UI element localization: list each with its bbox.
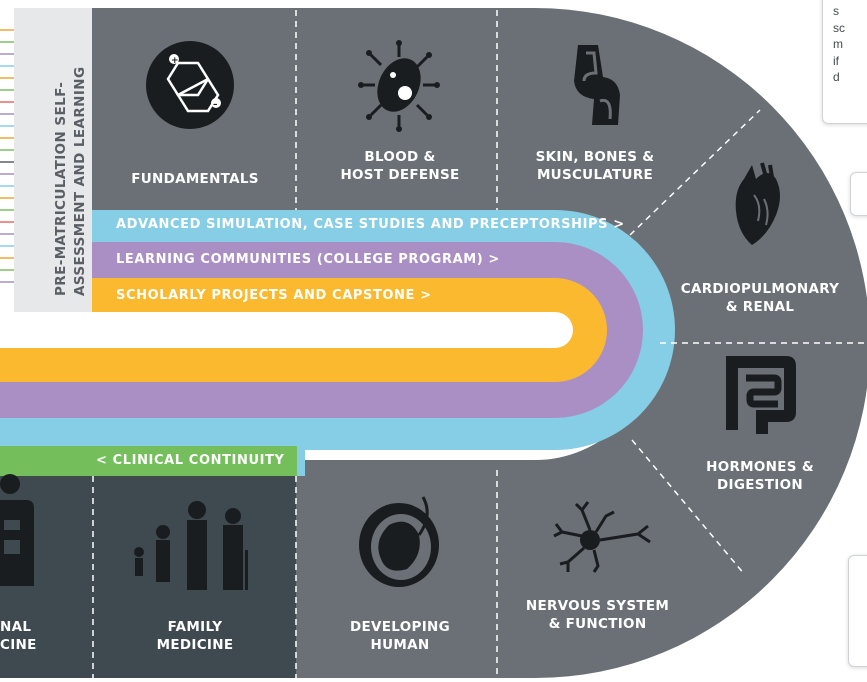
molecule-icon: + –	[146, 41, 234, 129]
neuron-icon	[553, 501, 651, 573]
thread-simulation-label: ADVANCED SIMULATION, CASE STUDIES AND PR…	[116, 217, 625, 232]
block-family-line2: MEDICINE	[156, 637, 234, 653]
block-hormones: HORMONES & DIGESTION	[685, 458, 835, 494]
block-nervous-line2: & FUNCTION	[548, 616, 647, 632]
band-clinical	[0, 446, 297, 476]
callout-side-1	[850, 172, 867, 216]
block-cardio-line2: & RENAL	[725, 299, 795, 315]
thread-scholarly-label: SCHOLARLY PROJECTS AND CAPSTONE >	[116, 288, 432, 303]
callout-line-2: sc	[833, 20, 845, 35]
phase1-track	[14, 8, 867, 678]
callout-line-1: s	[833, 4, 839, 18]
knee-joint-icon	[574, 45, 620, 125]
band-scholarly	[0, 278, 607, 382]
pre-matriculation-box	[14, 8, 92, 312]
block-family-line1: FAMILY	[167, 619, 223, 635]
block-internal-line2: CINE	[0, 637, 37, 653]
block-blood-host-defense: BLOOD & HOST DEFENSE	[320, 148, 480, 184]
callout-line-4: if	[833, 53, 839, 68]
callout-top-right: s sc m if d	[822, 0, 867, 124]
band-simulation	[0, 210, 675, 450]
callout-side-2	[848, 555, 867, 667]
callout-line-5: d	[833, 70, 840, 84]
body-organs-icon	[0, 474, 34, 586]
microbe-icon	[358, 40, 440, 132]
svg-text:+: +	[171, 56, 179, 66]
pre-matriculation-line1: PRE-MATRICULATION SELF-	[53, 81, 69, 296]
block-blood-line1: BLOOD &	[364, 149, 436, 165]
block-nervous-line1: NERVOUS SYSTEM	[525, 598, 670, 614]
band-simulation-end	[297, 446, 305, 476]
block-internal-line1: NAL	[0, 619, 32, 635]
intestine-icon	[726, 356, 796, 434]
block-developing-line1: DEVELOPING	[350, 619, 450, 635]
u-inner-hole	[0, 312, 573, 348]
heart-icon	[735, 162, 780, 245]
block-skin-bones: SKIN, BONES & MUSCULATURE	[515, 148, 675, 184]
band-communities	[0, 242, 643, 418]
block-internal-medicine-partial: NAL CINE	[0, 618, 42, 654]
pre-matriculation-label: PRE-MATRICULATION SELF- ASSESSMENT AND L…	[52, 67, 90, 296]
block-cardiopulmonary: CARDIOPULMONARY & RENAL	[670, 280, 850, 316]
pre-matriculation-line2: ASSESSMENT AND LEARNING	[72, 66, 88, 296]
block-cardio-line1: CARDIOPULMONARY	[680, 281, 840, 297]
block-developing-human: DEVELOPING HUMAN	[320, 618, 480, 654]
block-hormones-line1: HORMONES &	[706, 459, 814, 475]
callout-line-3: m	[833, 37, 843, 51]
thread-clinical-label: < CLINICAL CONTINUITY	[96, 453, 285, 468]
block-fundamentals-line1: FUNDAMENTALS	[131, 171, 259, 187]
block-nervous-system: NERVOUS SYSTEM & FUNCTION	[510, 597, 685, 633]
svg-text:–: –	[213, 100, 218, 110]
block-skin-line1: SKIN, BONES &	[535, 149, 655, 165]
dividers	[92, 10, 867, 678]
block-family-medicine: FAMILY MEDICINE	[115, 618, 275, 654]
block-hormones-line2: DIGESTION	[717, 477, 803, 493]
pre-matriculation-ticks	[0, 29, 14, 283]
block-blood-line2: HOST DEFENSE	[340, 167, 460, 183]
family-icon	[134, 501, 248, 590]
block-developing-line2: HUMAN	[370, 637, 430, 653]
block-skin-line2: MUSCULATURE	[536, 167, 654, 183]
thread-communities-label: LEARNING COMMUNITIES (COLLEGE PROGRAM) >	[116, 252, 500, 267]
block-fundamentals: FUNDAMENTALS	[110, 170, 280, 188]
fetus-icon	[359, 496, 439, 587]
